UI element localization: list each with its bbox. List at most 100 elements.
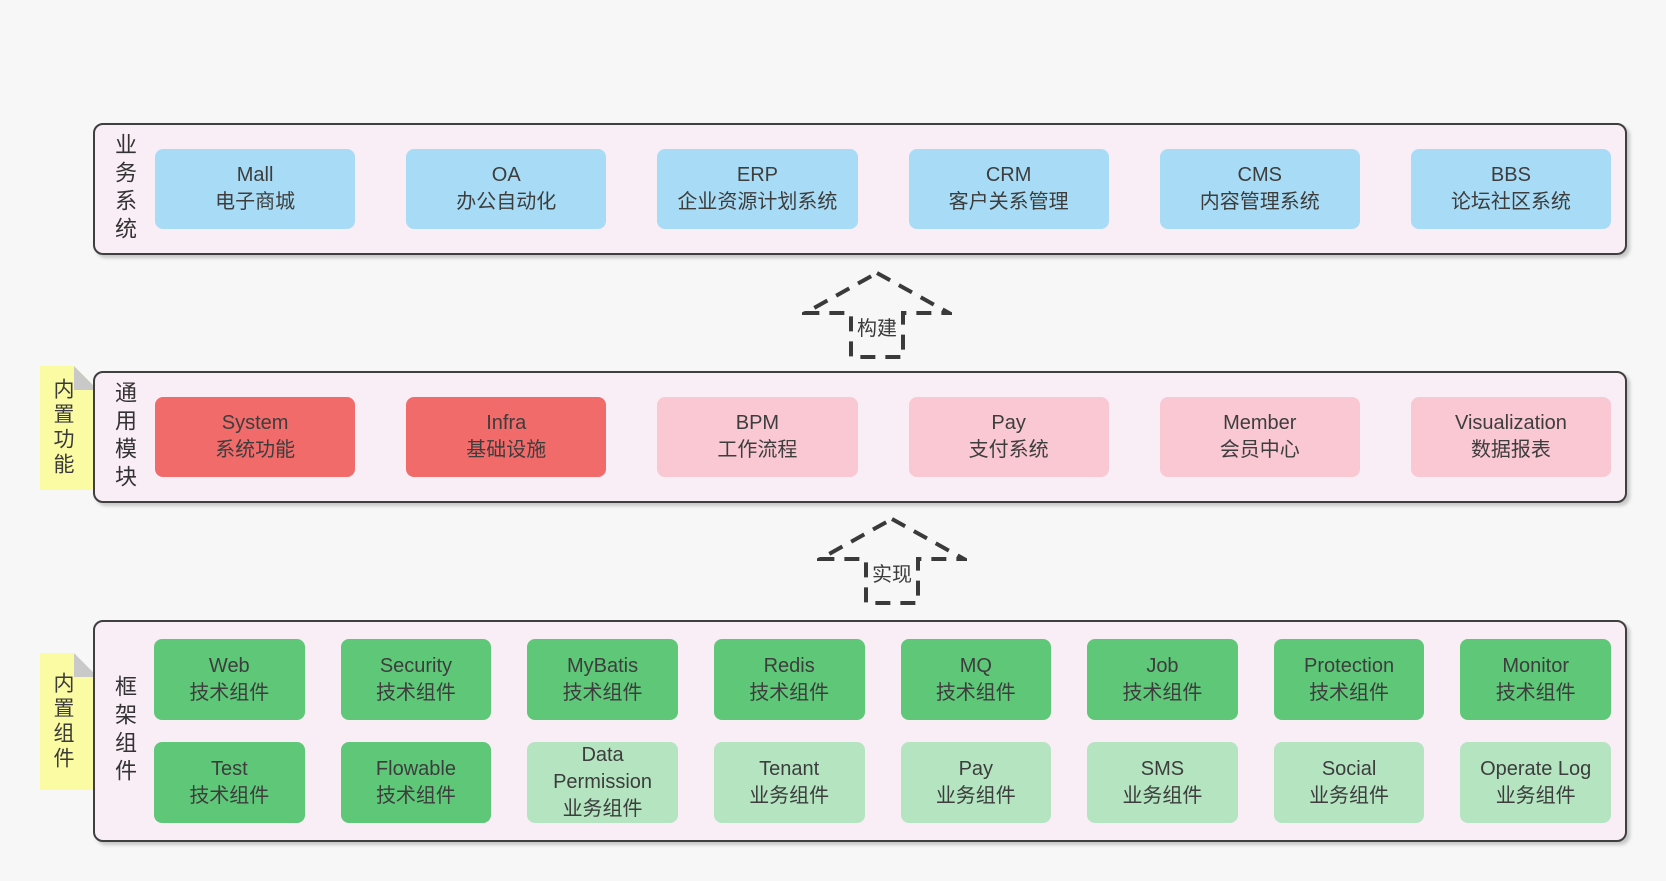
section-common-modules: 通用模块 System 系统功能 Infra 基础设施 BPM 工作流程 Pay…: [93, 371, 1627, 503]
node-title: Security: [379, 654, 453, 677]
node-title: Monitor: [1502, 654, 1570, 677]
node-title: BBS: [1490, 164, 1531, 186]
node-cms: CMS 内容管理系统: [1159, 149, 1360, 229]
node-subtitle: 会员中心: [1219, 439, 1300, 461]
node-job: Job 技术组件: [1087, 639, 1238, 720]
node-title: Test: [210, 757, 248, 780]
node-subtitle: 业务组件: [935, 784, 1016, 807]
components-row-2: Test 技术组件 Flowable 技术组件 Data Permission …: [154, 742, 1611, 823]
up-arrow-icon: [817, 516, 967, 605]
components-row-1: Web 技术组件 Security 技术组件 MyBatis 技术组件 Redi…: [154, 639, 1611, 720]
node-subtitle: 系统功能: [215, 439, 296, 461]
node-mq: MQ 技术组件: [900, 639, 1052, 720]
arrow-implement-label: 实现: [869, 558, 915, 587]
node-pay-system: Pay 支付系统: [908, 397, 1109, 477]
node-crm: CRM 客户关系管理: [908, 149, 1109, 229]
node-title: OA: [491, 164, 521, 186]
node-social: Social 业务组件: [1273, 742, 1425, 823]
node-subtitle: 技术组件: [375, 681, 456, 704]
node-title: Operate Log: [1480, 757, 1592, 780]
node-title: Web: [208, 654, 250, 677]
node-title: MyBatis: [567, 654, 639, 677]
node-visualization: Visualization 数据报表: [1410, 397, 1612, 477]
node-subtitle: 技术组件: [1309, 681, 1390, 704]
node-subtitle: 技术组件: [189, 784, 270, 807]
node-system: System 系统功能: [155, 397, 356, 477]
node-title: BPM: [735, 412, 780, 434]
node-subtitle: 论坛社区系统: [1450, 191, 1571, 213]
sticky-label: 内置组件: [51, 671, 74, 772]
node-subtitle: 技术组件: [189, 681, 270, 704]
node-oa: OA 办公自动化: [406, 149, 607, 229]
components-grid: Web 技术组件 Security 技术组件 MyBatis 技术组件 Redi…: [154, 639, 1611, 823]
node-flowable: Flowable 技术组件: [340, 742, 492, 823]
node-erp: ERP 企业资源计划系统: [657, 149, 858, 229]
node-title: CMS: [1237, 164, 1282, 186]
node-web: Web 技术组件: [154, 639, 305, 720]
node-redis: Redis 技术组件: [713, 639, 865, 720]
node-subtitle: 技术组件: [749, 681, 830, 704]
node-title: Pay: [991, 412, 1026, 434]
node-bpm: BPM 工作流程: [657, 397, 858, 477]
node-title: Tenant: [759, 757, 820, 780]
node-subtitle: 业务组件: [1309, 784, 1390, 807]
section-framework-components: 框架组件 Web 技术组件 Security 技术组件 MyBatis 技术组件…: [93, 620, 1627, 842]
node-monitor: Monitor 技术组件: [1460, 639, 1611, 720]
node-infra: Infra 基础设施: [406, 397, 607, 477]
node-subtitle: 技术组件: [562, 681, 643, 704]
node-bbs: BBS 论坛社区系统: [1410, 149, 1612, 229]
node-title: Redis: [763, 654, 815, 677]
node-operate-log: Operate Log 业务组件: [1460, 742, 1611, 823]
node-title: Protection: [1304, 654, 1395, 677]
node-security: Security 技术组件: [340, 639, 492, 720]
section-label-components: 框架组件: [112, 675, 137, 787]
section-label-business: 业务系统: [112, 133, 137, 245]
node-subtitle: 业务组件: [1495, 784, 1576, 807]
node-subtitle: 技术组件: [935, 681, 1016, 704]
node-subtitle: 企业资源计划系统: [677, 191, 838, 213]
node-subtitle: 数据报表: [1470, 439, 1551, 461]
node-subtitle: 内容管理系统: [1199, 191, 1320, 213]
node-title: ERP: [736, 164, 778, 186]
node-title: Pay: [958, 757, 994, 780]
node-title: Mall: [236, 164, 274, 186]
sticky-label: 内置功能: [51, 378, 74, 478]
node-subtitle: 电子商城: [215, 191, 296, 213]
node-title: Visualization: [1454, 412, 1567, 434]
node-subtitle: 工作流程: [717, 439, 798, 461]
node-title: Infra: [486, 412, 527, 434]
up-arrow-icon: [802, 270, 952, 359]
node-subtitle: 业务组件: [749, 784, 830, 807]
node-subtitle: 技术组件: [1122, 681, 1203, 704]
sticky-built-in-features: 内置功能: [40, 366, 98, 490]
node-subtitle: 技术组件: [375, 784, 456, 807]
node-mall: Mall 电子商城: [155, 149, 356, 229]
business-box-row: Mall 电子商城 OA 办公自动化 ERP 企业资源计划系统 CRM 客户关系…: [155, 125, 1612, 253]
node-tenant: Tenant 业务组件: [713, 742, 865, 823]
arrow-build: 构建: [802, 270, 952, 360]
node-sms: SMS 业务组件: [1087, 742, 1238, 823]
node-title: System: [221, 412, 289, 434]
node-title: Job: [1146, 654, 1179, 677]
node-test: Test 技术组件: [154, 742, 305, 823]
sticky-built-in-components: 内置组件: [40, 653, 98, 790]
node-subtitle: 业务组件: [1122, 784, 1203, 807]
modules-box-row: System 系统功能 Infra 基础设施 BPM 工作流程 Pay 支付系统…: [155, 373, 1612, 501]
node-title: SMS: [1140, 757, 1185, 780]
node-protection: Protection 技术组件: [1273, 639, 1425, 720]
node-title: MQ: [959, 654, 992, 677]
node-subtitle: 办公自动化: [456, 191, 557, 213]
node-title: Member: [1223, 412, 1297, 434]
node-subtitle: 基础设施: [466, 439, 547, 461]
node-subtitle: 支付系统: [968, 439, 1049, 461]
node-title: Data Permission: [553, 744, 653, 793]
section-business-systems: 业务系统 Mall 电子商城 OA 办公自动化 ERP 企业资源计划系统 CRM…: [93, 123, 1627, 255]
node-subtitle: 业务组件: [562, 798, 643, 820]
section-label-modules: 通用模块: [112, 381, 137, 493]
node-title: Flowable: [375, 757, 456, 780]
node-data-permission: Data Permission 业务组件: [527, 742, 678, 823]
node-subtitle: 技术组件: [1495, 681, 1576, 704]
node-title: CRM: [985, 164, 1032, 186]
arrow-build-label: 构建: [854, 312, 900, 341]
node-mybatis: MyBatis 技术组件: [527, 639, 678, 720]
